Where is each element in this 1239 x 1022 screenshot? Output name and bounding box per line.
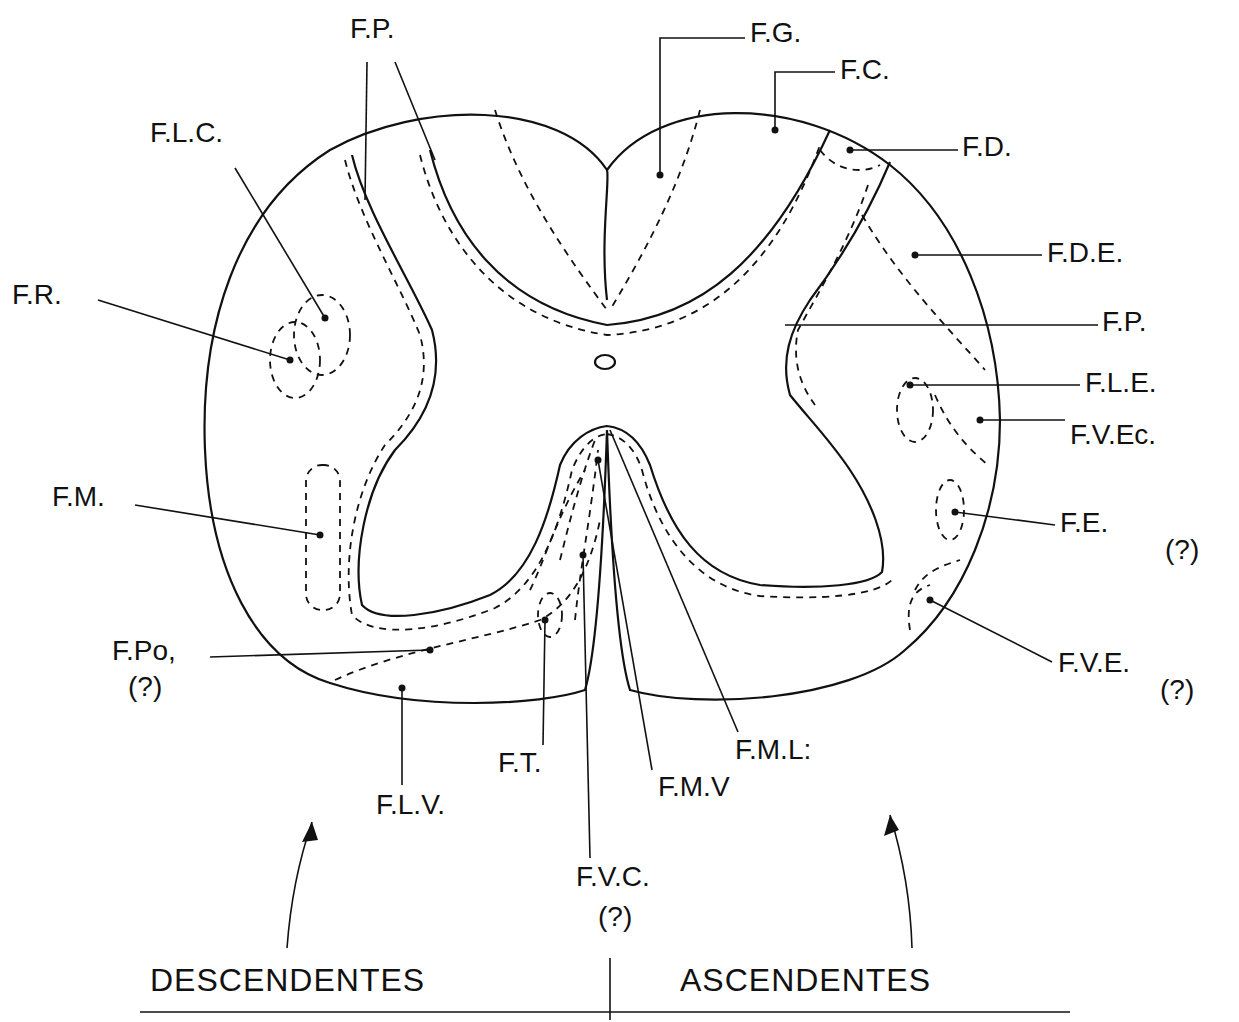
group-heading: ASCENDENTES bbox=[680, 963, 931, 998]
tract-label: F.D. bbox=[962, 132, 1012, 163]
tract-label: F.L.E. bbox=[1085, 368, 1157, 399]
tract-label: F.M. bbox=[52, 482, 105, 513]
tract-label: (?) bbox=[598, 902, 632, 933]
tract-label: F.D.E. bbox=[1047, 238, 1123, 269]
tract-label: (?) bbox=[1160, 675, 1194, 706]
tract-label: F.G. bbox=[750, 18, 801, 49]
tract-label: F.T. bbox=[498, 748, 542, 779]
tract-label: (?) bbox=[1165, 535, 1199, 566]
tract-label: F.R. bbox=[12, 280, 62, 311]
tract-label: F.Po, bbox=[112, 636, 176, 667]
tract-label: F.V.Ec. bbox=[1070, 420, 1156, 451]
tract-label: (?) bbox=[128, 672, 162, 703]
tract-label: F.V.C. bbox=[576, 862, 650, 893]
group-heading: DESCENDENTES bbox=[150, 963, 425, 998]
tract-label: F.M.L: bbox=[735, 735, 811, 766]
tract-label: F.C. bbox=[840, 55, 890, 86]
tract-label: F.L.V. bbox=[376, 790, 445, 821]
tract-label: F.E. bbox=[1060, 508, 1108, 539]
tract-label: F.M.V bbox=[658, 772, 730, 803]
tract-label: F.P. bbox=[1102, 307, 1147, 338]
tract-label: F.P. bbox=[350, 14, 395, 45]
tract-label: F.V.E. bbox=[1058, 648, 1130, 679]
tract-label: F.L.C. bbox=[150, 118, 223, 149]
